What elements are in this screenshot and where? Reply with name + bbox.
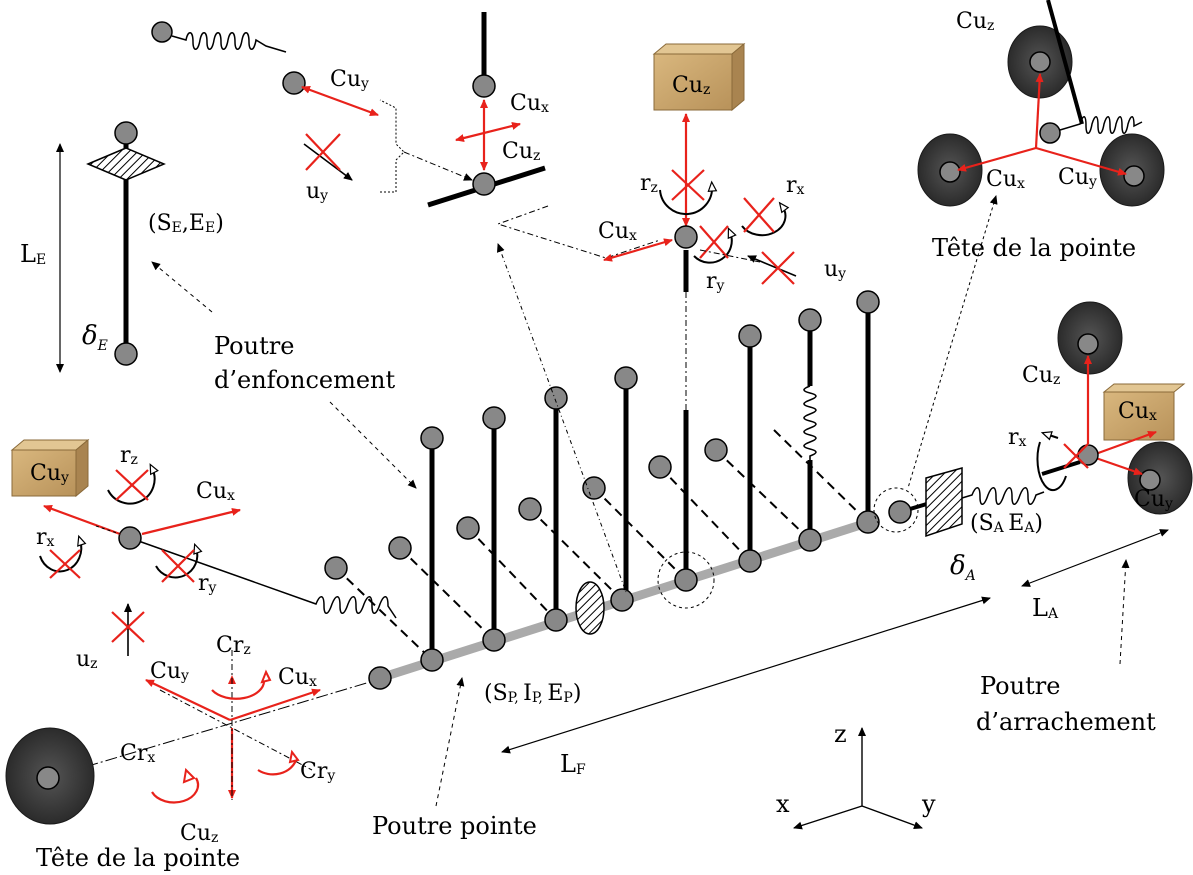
svg-text:Cuy: Cuy: [150, 659, 189, 684]
svg-text:rz: rz: [640, 171, 658, 196]
enfoncement-rods: [429, 302, 871, 660]
leader-enfoncement-top: [151, 261, 213, 313]
svg-text:Cux: Cux: [598, 219, 637, 244]
svg-text:Cux: Cux: [986, 167, 1025, 192]
axis-label-x: x: [776, 790, 790, 818]
svg-text:LA: LA: [1032, 594, 1059, 622]
left-node-detail: [10, 438, 241, 656]
axis-label-y: y: [921, 790, 936, 818]
top-right-tete-detail: [907, 0, 1165, 489]
leader-pointe: [435, 677, 465, 807]
text-labels: Cuy uy Cux Cuz Cuz rz rx Cux ry uy Cuz C…: [20, 9, 1173, 872]
svg-text:(SP, IP, EP): (SP, IP, EP): [484, 681, 581, 706]
leader-enfoncement-bottom: [329, 401, 417, 489]
label-tete-right: Tête de la pointe: [932, 234, 1136, 262]
svg-text:Cuz: Cuz: [672, 73, 710, 98]
dotted-circle-end: [873, 487, 919, 533]
label-poutre-arrachement-1: Poutre: [980, 672, 1060, 700]
svg-text:Cuz: Cuz: [1022, 363, 1060, 388]
label-poutre-arrachement-2: d’arrachement: [976, 708, 1156, 736]
svg-text:uz: uz: [76, 647, 98, 672]
svg-text:Cuy: Cuy: [30, 461, 69, 486]
svg-text:Cuz: Cuz: [956, 9, 994, 34]
svg-text:Cux: Cux: [510, 91, 549, 116]
svg-text:Cuy: Cuy: [1058, 165, 1097, 190]
svg-text:LE: LE: [20, 240, 46, 268]
svg-text:Cuz: Cuz: [180, 821, 218, 846]
right-tete-detail: [1036, 301, 1193, 515]
svg-text:δE: δE: [82, 321, 108, 354]
svg-text:Crz: Crz: [216, 633, 251, 658]
svg-text:Cux: Cux: [1118, 399, 1157, 424]
left-enfoncement-detail: [56, 121, 166, 373]
LF-arrow: [501, 596, 991, 754]
free-nodes: [324, 438, 728, 580]
svg-text:Cux: Cux: [196, 479, 235, 504]
LA-arrow: [1021, 529, 1169, 587]
svg-text:Cuy: Cuy: [330, 67, 369, 92]
top-spring-detail: [151, 21, 473, 193]
svg-text:Crx: Crx: [120, 741, 155, 766]
dashed-links: [335, 429, 869, 661]
svg-text:Cuy: Cuy: [1134, 487, 1173, 512]
svg-text:ry: ry: [198, 571, 217, 596]
beam-section-ellipse: [575, 581, 605, 635]
coordinate-axes: [793, 727, 923, 830]
front-axis-wheel: [47, 681, 371, 779]
svg-text:ry: ry: [706, 269, 725, 294]
svg-text:Cuz: Cuz: [502, 139, 540, 164]
label-poutre-enfoncement-2: d’enfoncement: [214, 366, 396, 394]
rod-top-nodes: [420, 290, 880, 450]
svg-text:rx: rx: [1008, 425, 1027, 450]
svg-text:uy: uy: [824, 257, 846, 282]
label-poutre-enfoncement-1: Poutre: [214, 332, 294, 360]
svg-text:(SA EA): (SA EA): [970, 511, 1043, 536]
svg-text:(SE,EE): (SE,EE): [148, 211, 224, 236]
front-axis-line: [129, 537, 317, 605]
label-poutre-pointe: Poutre pointe: [372, 812, 537, 840]
svg-text:Cry: Cry: [300, 759, 335, 784]
top-center-detail: [427, 12, 661, 593]
svg-text:rx: rx: [786, 173, 805, 198]
leader-arrachement: [1119, 559, 1130, 665]
svg-text:LF: LF: [560, 750, 586, 778]
bottom-left-tete-detail: [5, 650, 321, 825]
spring-rod-8: [803, 385, 817, 460]
axis-label-z: z: [834, 720, 847, 748]
svg-text:Cux: Cux: [278, 665, 317, 690]
svg-text:uy: uy: [306, 179, 328, 204]
label-tete-bottom: Tête de la pointe: [36, 844, 240, 872]
top-middle-detail: [603, 42, 797, 562]
svg-text:rx: rx: [36, 525, 55, 550]
svg-text:δA: δA: [950, 551, 976, 584]
arrachement-connection: [888, 460, 1081, 538]
front-spring: [129, 537, 397, 619]
svg-text:rz: rz: [120, 443, 138, 468]
